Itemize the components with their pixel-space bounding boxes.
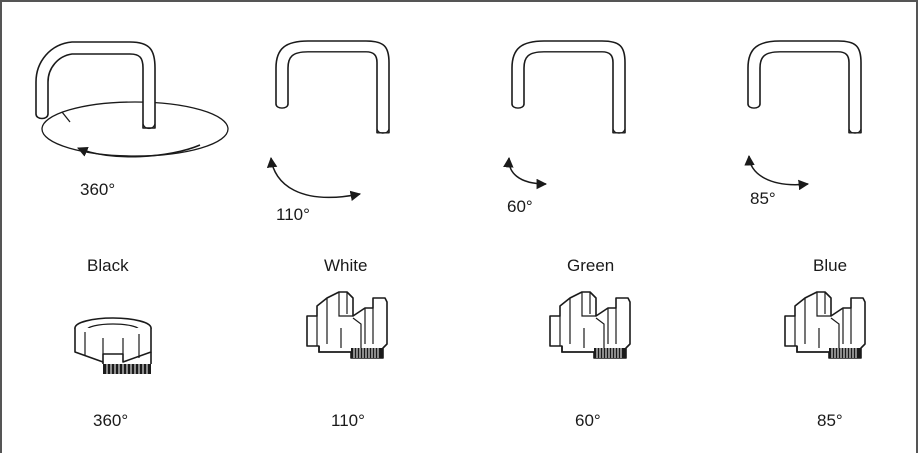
stop-blue-illustration (784, 291, 866, 359)
stop-angle-label: 110° (331, 411, 365, 430)
spout-85-illustration (744, 40, 862, 191)
spout-angle-label: 60° (507, 197, 533, 216)
stop-white-illustration (306, 291, 388, 359)
stop-black-illustration (74, 317, 152, 374)
stop-color-label: Blue (813, 256, 848, 275)
spout-angle-label: 110° (276, 205, 310, 224)
spout-110-illustration (266, 40, 390, 201)
spout-360-illustration (35, 41, 229, 158)
stop-green-illustration (549, 291, 631, 359)
stop-angle-label: 360° (93, 411, 129, 430)
stop-color-label: Green (567, 256, 615, 275)
spout-angle-label: 85° (750, 189, 776, 208)
stop-angle-label: 85° (817, 411, 843, 430)
spout-angle-label: 360° (80, 180, 116, 199)
stop-color-label: Black (87, 256, 129, 275)
stop-color-label: White (324, 256, 368, 275)
stop-angle-label: 60° (575, 411, 601, 430)
spout-60-illustration (503, 40, 626, 190)
